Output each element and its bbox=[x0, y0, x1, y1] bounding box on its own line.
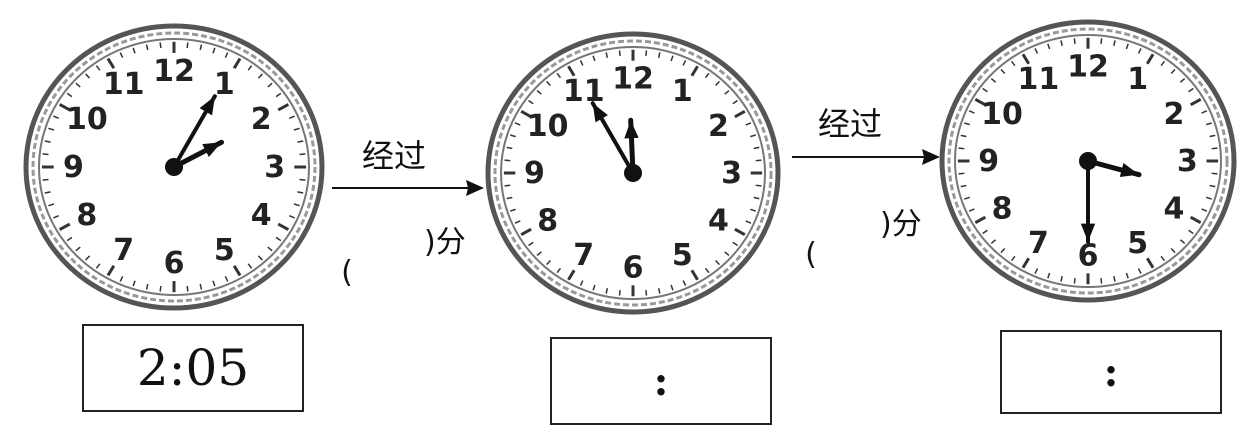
dial-number-6: 6 bbox=[623, 251, 644, 286]
dial-number-11: 11 bbox=[1017, 62, 1059, 97]
clock-center bbox=[1079, 152, 1097, 170]
dial-number-8: 8 bbox=[992, 191, 1013, 226]
dial-number-1: 1 bbox=[672, 74, 693, 109]
minute-hand-tip bbox=[592, 103, 608, 123]
dial-number-10: 10 bbox=[981, 97, 1023, 132]
blank-2-close: )分 bbox=[880, 207, 922, 242]
arrow-1-label: 经过 bbox=[362, 137, 427, 175]
minute-hand-tip bbox=[1080, 223, 1096, 242]
dial-number-5: 5 bbox=[1127, 226, 1148, 261]
clock-center bbox=[624, 164, 642, 182]
dial-number-2: 2 bbox=[708, 109, 729, 144]
dial-number-8: 8 bbox=[537, 203, 558, 238]
time-box-2[interactable]: : bbox=[550, 337, 772, 425]
dial-number-11: 11 bbox=[103, 67, 145, 102]
dial-number-12: 12 bbox=[153, 54, 195, 89]
dial-number-1: 1 bbox=[1127, 62, 1148, 97]
dial-number-3: 3 bbox=[721, 156, 742, 191]
blank-minutes-1[interactable]: ( bbox=[322, 228, 353, 288]
dial-number-9: 9 bbox=[63, 150, 84, 185]
dial-number-8: 8 bbox=[76, 198, 97, 233]
time-box-1: 2:05 bbox=[82, 324, 304, 412]
hour-hand-tip bbox=[1119, 163, 1140, 177]
dial-number-5: 5 bbox=[672, 238, 693, 273]
dial-number-7: 7 bbox=[573, 238, 594, 273]
blank-1-close: )分 bbox=[424, 225, 466, 260]
dial-number-7: 7 bbox=[1028, 226, 1049, 261]
dial-number-5: 5 bbox=[214, 233, 235, 268]
dial-number-4: 4 bbox=[251, 198, 272, 233]
dial-number-3: 3 bbox=[264, 150, 285, 185]
dial-number-6: 6 bbox=[164, 246, 185, 281]
dial-number-7: 7 bbox=[113, 233, 134, 268]
dial-number-4: 4 bbox=[1164, 191, 1185, 226]
dial-number-3: 3 bbox=[1177, 144, 1198, 179]
blank-minutes-2[interactable]: ( bbox=[786, 210, 817, 270]
blank-2-open: ( bbox=[805, 237, 817, 272]
arrow-2 bbox=[792, 149, 940, 165]
time-box-2-text: : bbox=[653, 357, 669, 405]
blank-1-open: ( bbox=[341, 255, 353, 290]
time-box-3[interactable]: : bbox=[1000, 330, 1222, 414]
arrow-1 bbox=[332, 180, 484, 196]
dial-number-10: 10 bbox=[66, 102, 108, 137]
dial-number-12: 12 bbox=[1067, 49, 1109, 84]
dial-number-11: 11 bbox=[563, 74, 605, 109]
dial-number-4: 4 bbox=[708, 203, 729, 238]
time-box-1-text: 2:05 bbox=[136, 339, 250, 397]
clock-center bbox=[165, 158, 183, 176]
dial-number-9: 9 bbox=[978, 144, 999, 179]
dial-number-6: 6 bbox=[1078, 239, 1099, 274]
hour-hand-tip bbox=[624, 120, 639, 139]
dial-number-10: 10 bbox=[527, 109, 569, 144]
arrow-2-label: 经过 bbox=[818, 105, 883, 143]
dial-number-2: 2 bbox=[1164, 97, 1185, 132]
hour-hand-tip bbox=[202, 142, 222, 157]
dial-number-2: 2 bbox=[251, 102, 272, 137]
minute-hand-tip bbox=[199, 96, 215, 116]
time-box-3-text: : bbox=[1103, 348, 1119, 396]
dial-number-1: 1 bbox=[214, 67, 235, 102]
dial-number-9: 9 bbox=[524, 156, 545, 191]
dial-number-12: 12 bbox=[612, 61, 654, 96]
